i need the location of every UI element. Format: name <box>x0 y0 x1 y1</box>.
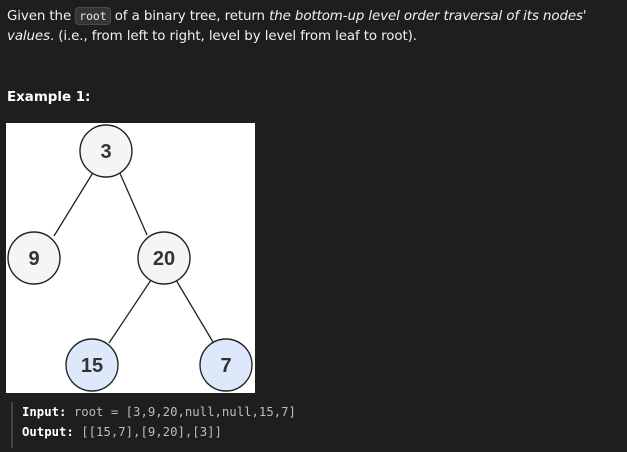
problem-description: Given the root of a binary tree, return … <box>7 6 619 47</box>
output-line: Output: [[15,7],[9,20],[3]] <box>22 422 611 442</box>
description-emphasis: the bottom-up level order traversal of i… <box>7 9 587 44</box>
output-value: [[15,7],[9,20],[3]] <box>81 425 222 439</box>
tree-node-right-right <box>199 338 253 392</box>
tree-node-right-left <box>65 338 119 392</box>
tree-node-right-right-label: 7 <box>220 355 231 377</box>
edge-20-7 <box>175 279 214 343</box>
input-value: root = [3,9,20,null,null,15,7] <box>73 405 296 419</box>
tree-node-right-left-label: 15 <box>81 355 103 377</box>
input-label: Input: <box>22 405 67 419</box>
description-text-3: . (i.e., from left to right, level by le… <box>49 29 417 44</box>
example-io-block: Input: root = [3,9,20,null,null,15,7] Ou… <box>11 402 611 448</box>
edge-3-9 <box>53 170 95 237</box>
tree-svg: 3 9 20 15 7 <box>7 124 253 392</box>
root-code: root <box>75 7 111 25</box>
description-text-2: of a binary tree, return <box>110 9 270 24</box>
tree-node-left-label: 9 <box>28 248 39 270</box>
tree-node-right-label: 20 <box>153 248 175 270</box>
input-line: Input: root = [3,9,20,null,null,15,7] <box>22 402 611 422</box>
tree-node-root <box>79 124 133 178</box>
edge-3-20 <box>118 170 148 236</box>
description-text-1: Given the <box>7 9 76 24</box>
tree-node-root-label: 3 <box>100 141 111 163</box>
tree-node-right <box>137 231 191 285</box>
edge-20-15 <box>108 279 152 344</box>
binary-tree-diagram: 3 9 20 15 7 <box>6 123 255 393</box>
tree-node-left <box>7 231 61 285</box>
output-label: Output: <box>22 425 74 439</box>
example-title: Example 1: <box>7 90 91 105</box>
